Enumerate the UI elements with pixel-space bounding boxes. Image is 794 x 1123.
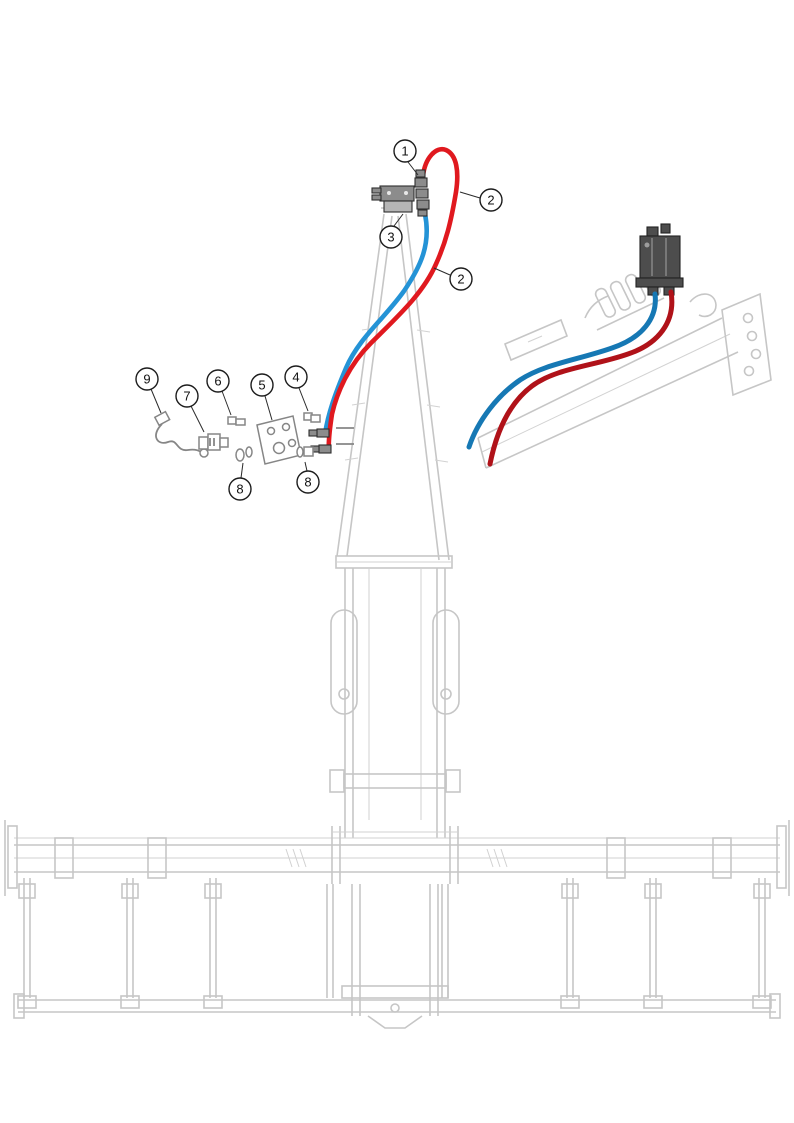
part-fitting-7 xyxy=(198,433,229,451)
callout-9: 9 xyxy=(135,367,162,414)
hose-end-fittings xyxy=(308,427,354,454)
callout-2a: 2 xyxy=(459,188,503,212)
svg-text:8: 8 xyxy=(304,475,311,490)
svg-text:8: 8 xyxy=(236,482,243,497)
machine-frame xyxy=(4,207,790,1029)
svg-text:6: 6 xyxy=(214,374,221,389)
svg-text:3: 3 xyxy=(387,230,394,245)
callout-5: 5 xyxy=(250,373,274,421)
callout-7: 7 xyxy=(175,384,205,433)
part-harness xyxy=(153,410,209,458)
callout-8b: 8 xyxy=(296,461,320,494)
part-fitting-6 xyxy=(227,416,246,426)
callout-1: 1 xyxy=(393,139,419,176)
svg-text:1: 1 xyxy=(401,144,408,159)
callouts: 1 2 3 2 9 7 6 xyxy=(135,139,503,501)
inset-hose-blue xyxy=(466,291,658,450)
inset-valve-block xyxy=(635,223,684,296)
callout-2b: 2 xyxy=(433,267,473,291)
svg-text:4: 4 xyxy=(292,370,299,385)
svg-text:5: 5 xyxy=(258,378,265,393)
callout-6: 6 xyxy=(206,369,232,416)
part-oring-8a xyxy=(235,446,253,462)
svg-text:2: 2 xyxy=(487,193,494,208)
inset-hose-red xyxy=(487,289,675,467)
part-bracket-5 xyxy=(256,415,302,465)
callout-3: 3 xyxy=(379,213,404,249)
svg-text:2: 2 xyxy=(457,272,464,287)
hose-red xyxy=(326,146,460,454)
part-fitting-4 xyxy=(303,412,321,423)
part-oring-8b xyxy=(296,446,314,458)
manifold-block xyxy=(371,169,430,217)
svg-text:7: 7 xyxy=(183,389,190,404)
inset-detail-view xyxy=(466,223,772,469)
callout-8a: 8 xyxy=(228,462,252,501)
inset-frame xyxy=(477,266,772,469)
svg-text:9: 9 xyxy=(143,372,150,387)
callout-4: 4 xyxy=(284,365,309,412)
drop-posts xyxy=(17,878,772,1009)
